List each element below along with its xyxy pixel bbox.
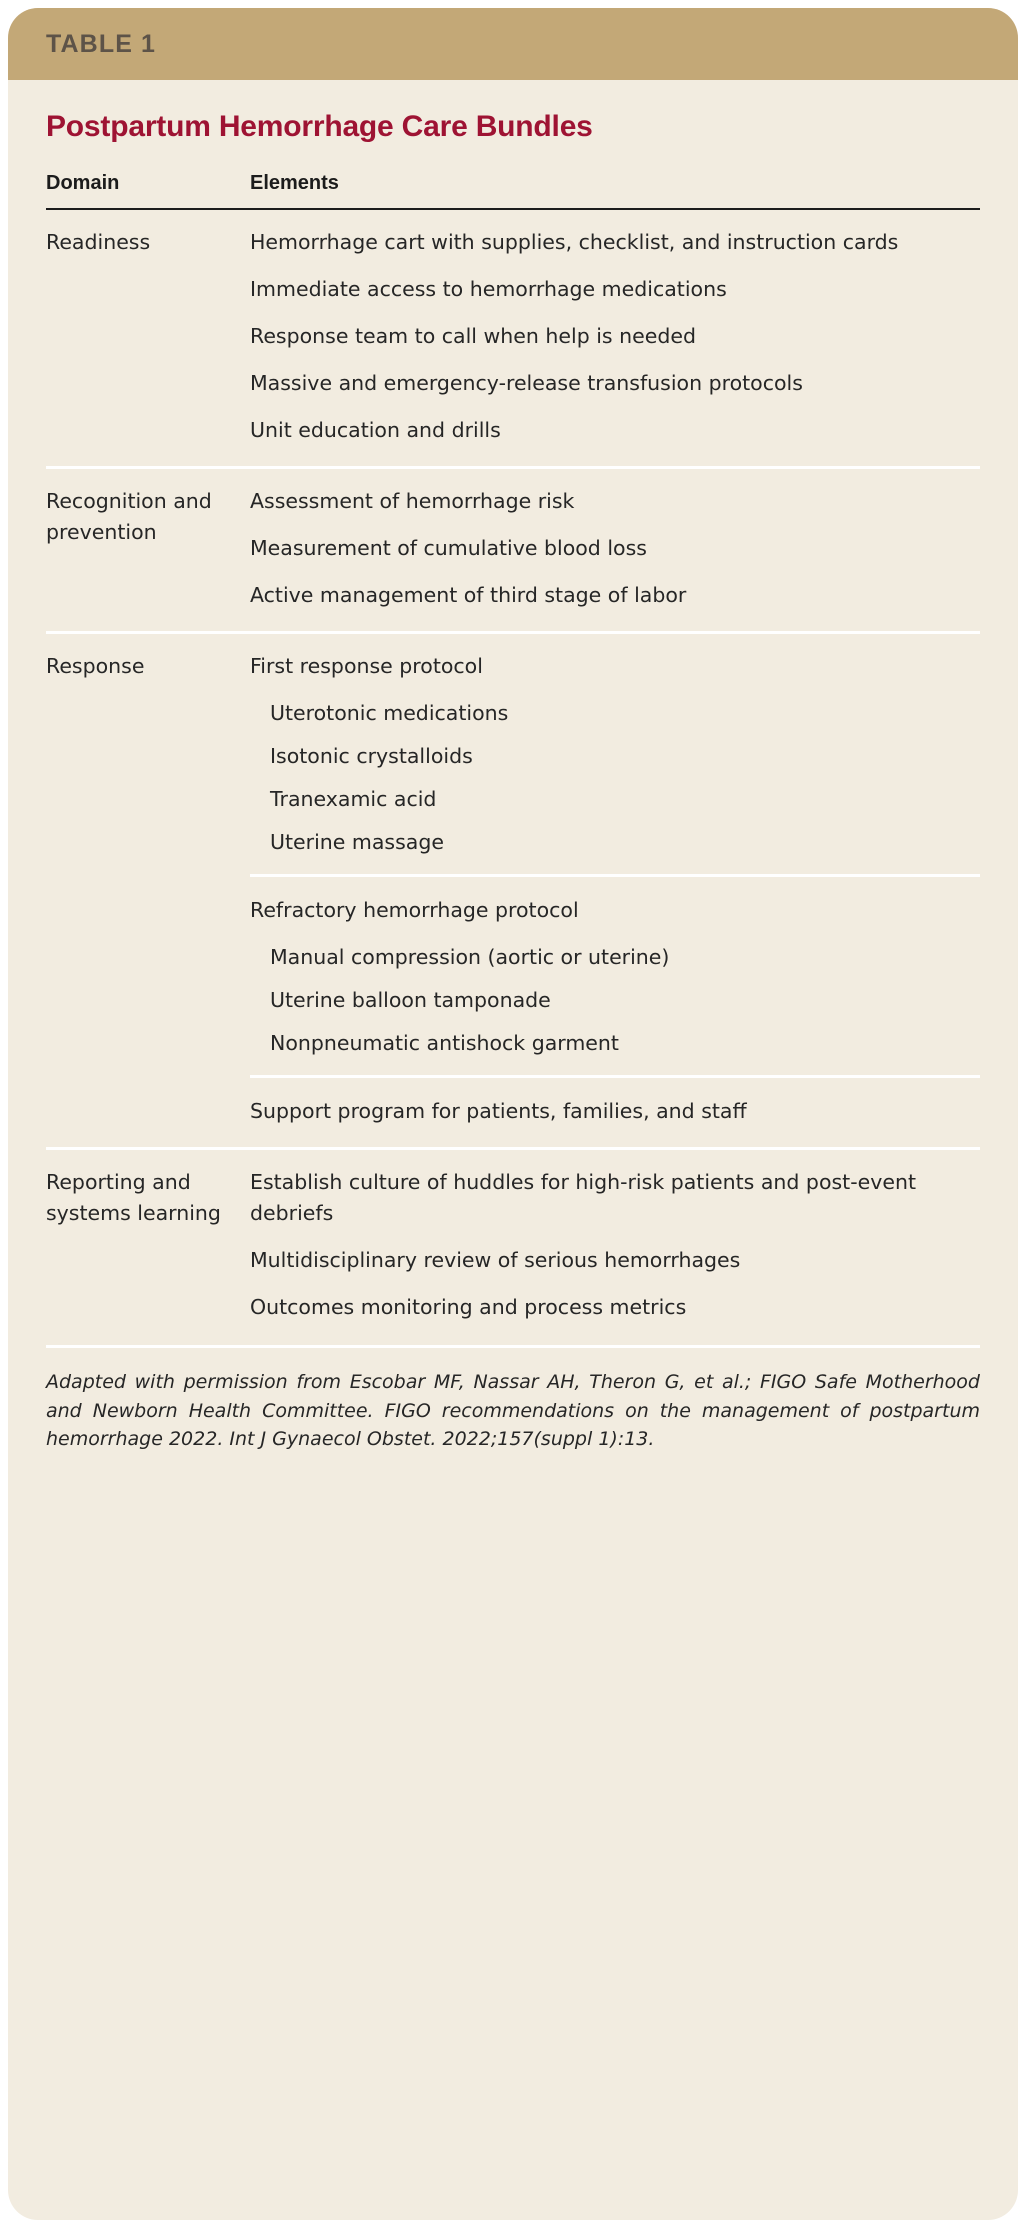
elements-cell: Establish culture of huddles for high-ri… — [250, 1167, 980, 1323]
section-divider — [46, 466, 980, 469]
element-item: Measurement of cumulative blood loss — [250, 536, 647, 560]
domain-cell: Response — [46, 654, 145, 678]
element-group: Hemorrhage cart with supplies, checklist… — [250, 227, 980, 446]
footnote-body: Adapted with permission from Escobar MF,… — [46, 1371, 980, 1450]
domain-cell: Recognition and prevention — [46, 489, 212, 544]
column-header-row: Domain Elements — [46, 172, 980, 195]
element-group: Establish culture of huddles for high-ri… — [250, 1167, 980, 1323]
footnote-tail: 2022;157(suppl 1):13. — [442, 1428, 655, 1450]
element-group: Support program for patients, families, … — [250, 1096, 980, 1127]
elements-cell: Hemorrhage cart with supplies, checklist… — [250, 227, 980, 446]
table-number-label: TABLE 1 — [46, 29, 157, 58]
domain-cell: Reporting and systems learning — [46, 1170, 221, 1225]
element-subitem: Uterine balloon tamponade — [270, 988, 551, 1012]
element-item: Establish culture of huddles for high-ri… — [250, 1170, 916, 1225]
table-sections: Readiness Hemorrhage cart with supplies, … — [46, 210, 980, 1323]
element-item: Support program for patients, families, … — [250, 1099, 747, 1123]
domain-cell: Readiness — [46, 230, 151, 254]
element-item: First response protocol — [250, 654, 483, 678]
header-rule — [46, 208, 980, 210]
table-card: TABLE 1 Postpartum Hemorrhage Care Bundl… — [8, 8, 1018, 2220]
column-header-elements: Elements — [250, 172, 339, 194]
element-item: Response team to call when help is neede… — [250, 324, 696, 348]
section-divider — [46, 1147, 980, 1150]
footnote: Adapted with permission from Escobar MF,… — [8, 1348, 1018, 1454]
inner-divider — [250, 1075, 980, 1078]
section-divider — [46, 631, 980, 634]
element-item: Multidisciplinary review of serious hemo… — [250, 1248, 741, 1272]
element-item: Massive and emergency-release transfusio… — [250, 371, 803, 395]
element-item: Refractory hemorrhage protocol — [250, 898, 579, 922]
footnote-rule — [46, 1345, 980, 1348]
inner-divider — [250, 874, 980, 877]
element-item: Immediate access to hemorrhage medicatio… — [250, 277, 727, 301]
table-row: Reporting and systems learning Establish … — [46, 1150, 980, 1323]
table-title: Postpartum Hemorrhage Care Bundles — [46, 110, 593, 143]
element-item: Active management of third stage of labo… — [250, 583, 687, 607]
element-item: Assessment of hemorrhage risk — [250, 489, 575, 513]
element-subitem: Uterine massage — [270, 830, 444, 854]
table-row: Readiness Hemorrhage cart with supplies, … — [46, 210, 980, 446]
element-item: Outcomes monitoring and process metrics — [250, 1295, 687, 1319]
element-subitem: Nonpneumatic antishock garment — [270, 1031, 619, 1055]
table-number-band: TABLE 1 — [8, 8, 1018, 80]
column-header-domain: Domain — [46, 172, 120, 194]
table-body: Domain Elements Readiness Hemorrhage cart… — [8, 172, 1018, 1323]
element-subitem: Tranexamic acid — [270, 787, 437, 811]
element-subitem: Manual compression (aortic or uterine) — [270, 945, 670, 969]
element-item: Hemorrhage cart with supplies, checklist… — [250, 230, 899, 254]
element-subitem: Uterotonic medications — [270, 701, 509, 725]
table-row: Recognition and prevention Assessment of … — [46, 469, 980, 611]
element-item: Unit education and drills — [250, 418, 501, 442]
element-subitem: Isotonic crystalloids — [270, 744, 473, 768]
